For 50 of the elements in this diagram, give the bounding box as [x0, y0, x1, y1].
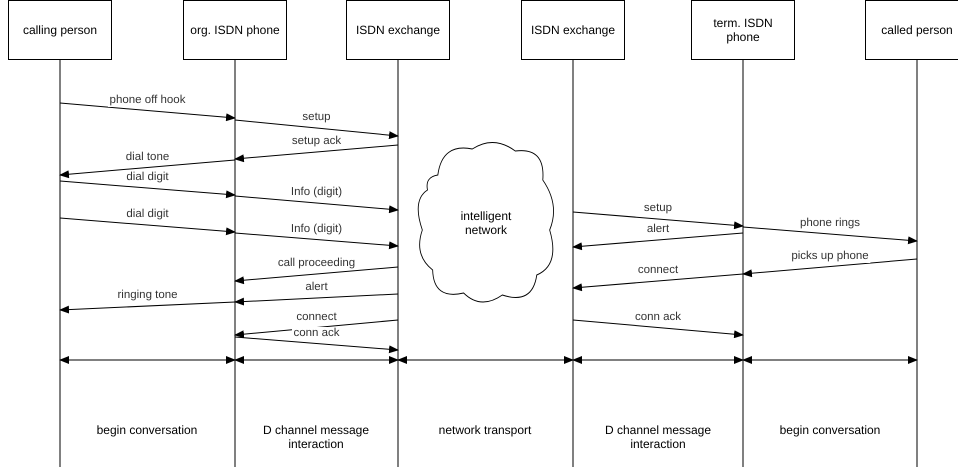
participant-box: calling person: [8, 0, 112, 60]
message-arrow: [60, 180, 236, 198]
message-arrow: [234, 144, 398, 162]
message-label: call proceeding: [276, 257, 358, 270]
message-arrow: [234, 266, 398, 284]
message-arrow: [742, 226, 918, 244]
message-arrow: [59, 160, 236, 178]
message-label: Info (digit): [288, 186, 344, 199]
double-arrow: [397, 356, 574, 364]
phase-label: D channel message interaction: [262, 423, 370, 451]
message-label: connect: [294, 310, 339, 324]
message-arrow: [234, 232, 399, 250]
message-label: Info (digit): [288, 222, 344, 236]
message-arrow: [742, 258, 918, 278]
message-arrow: [234, 120, 399, 140]
message-label: setup: [642, 202, 674, 215]
message-label: phone off hook: [108, 94, 188, 106]
double-arrow: [234, 356, 399, 364]
phase-label: D channel message interaction: [604, 423, 712, 451]
message-label: dial tone: [124, 150, 172, 164]
message-arrow: [234, 196, 399, 214]
message-label: dial digit: [124, 171, 171, 184]
message-arrow: [60, 102, 236, 122]
message-arrow: [572, 274, 744, 292]
message-arrow: [572, 212, 744, 230]
message-label: phone rings: [798, 217, 862, 230]
double-arrow: [572, 356, 744, 364]
double-arrow: [742, 356, 918, 364]
message-arrow: [234, 336, 399, 354]
participant-box: term. ISDN phone: [691, 0, 795, 60]
message-label: ringing tone: [115, 289, 180, 302]
message-label: conn ack: [291, 326, 342, 340]
participant-box: called person: [865, 0, 958, 60]
message-label: setup: [300, 111, 333, 124]
message-arrow: [572, 320, 744, 338]
message-label: setup ack: [290, 135, 344, 148]
double-arrow: [59, 356, 236, 364]
message-arrow: [234, 294, 398, 306]
participant-box: ISDN exchange: [346, 0, 450, 60]
message-arrow: [59, 302, 236, 314]
message-label: picks up phone: [789, 250, 871, 262]
phase-label: begin conversation: [778, 423, 882, 437]
phase-label: network transport: [438, 423, 532, 437]
message-label: conn ack: [632, 310, 684, 324]
message-label: dial digit: [124, 208, 171, 221]
message-arrow: [572, 232, 744, 250]
participant-box: org. ISDN phone: [183, 0, 287, 60]
participant-box: ISDN exchange: [521, 0, 625, 60]
message-arrow: [60, 218, 236, 236]
phase-label: begin conversation: [96, 423, 198, 437]
